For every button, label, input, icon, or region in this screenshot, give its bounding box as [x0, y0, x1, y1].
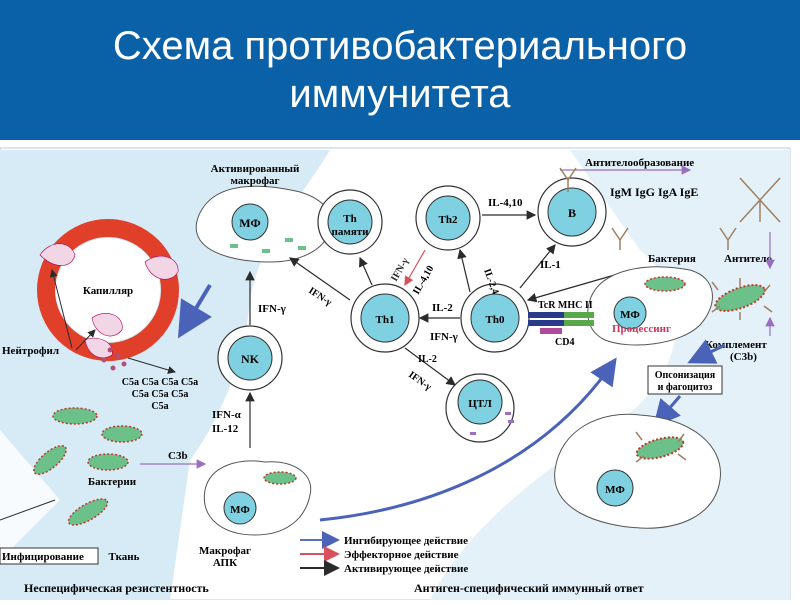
b-cell: B: [537, 177, 607, 247]
il-1-label: IL-1: [540, 259, 561, 271]
nk-label: NK: [241, 352, 260, 366]
ctl-cell: ЦТЛ: [445, 373, 515, 443]
apc-macrophage: МФ: [203, 460, 312, 536]
th0-label: Th0: [486, 314, 505, 326]
legend-effector: Эффекторное действие: [344, 549, 459, 561]
th-memory-label-1: Th: [343, 213, 356, 225]
opsonization-label-2: и фагоцитоз: [658, 382, 713, 393]
c5a-row3: C5a: [151, 401, 168, 412]
macrophage-nucleus: [231, 203, 269, 241]
ifn-gamma-nk: IFN-γ: [258, 303, 286, 315]
macrophage-apc-label-1: Макрофаг: [199, 545, 251, 557]
th2-cell: Th2: [415, 185, 481, 251]
b-label: B: [568, 206, 576, 220]
ctl-label: ЦТЛ: [468, 398, 492, 410]
antibody-label: Антитело: [724, 253, 772, 265]
opsonized-bacterium: [711, 278, 773, 320]
legend: Ингибирующее действие Эффекторное действ…: [300, 531, 468, 576]
legend-activating: Активирующее действие: [344, 563, 468, 575]
processing-label: Процессинг: [612, 323, 671, 335]
th1-label: Th1: [376, 314, 395, 326]
opsonization-label-1: Опсонизация: [655, 370, 716, 381]
macrophage-apc-label-2: АПК: [213, 557, 237, 569]
ig-classes-label: IgM IgG IgA IgE: [610, 185, 698, 199]
immunity-diagram: МФ Активированный макрофаг Капилляр Нейт…: [0, 140, 800, 601]
slide-title-line1: Схема противобактериального: [112, 24, 688, 68]
il-2-ctl-label: IL-2: [418, 354, 437, 365]
infection-label: Инфицирование: [2, 551, 84, 563]
mf-label-right: МФ: [620, 309, 640, 321]
legend-inhibitory: Ингибирующее действие: [344, 535, 468, 547]
capillary-label: Капилляр: [83, 285, 133, 297]
capillary: [37, 219, 179, 361]
c5a-row2: C5a C5a C5a: [132, 389, 189, 400]
tissue-bacteria: [33, 407, 143, 526]
il-4-10-label: IL-4,10: [488, 197, 523, 209]
th-memory-label-2: памяти: [331, 226, 369, 238]
infection-box: [0, 547, 99, 565]
cd4-label: CD4: [555, 337, 574, 348]
il12-label: IL-12: [212, 423, 239, 435]
specific-title: Антиген-специфический иммунный ответ: [414, 581, 644, 595]
th0-cell: Th0: [460, 283, 530, 353]
neutrophil-label: Нейтрофил: [2, 345, 59, 357]
tissue-label: Ткань: [109, 551, 140, 563]
activated-macrophage: МФ: [195, 185, 332, 263]
opsonization-box: [647, 365, 723, 395]
nk-cell: NK: [217, 325, 283, 391]
activated-macrophage-label-2: макрофаг: [231, 175, 280, 187]
complement-label-2: (C3b): [730, 351, 757, 363]
bacterium-label: Бактерия: [648, 253, 696, 265]
c5a-row1: C5a C5a C5a C5a: [122, 377, 198, 388]
slide-header: Схема противобактериального иммунитета: [0, 0, 800, 140]
phagocytosing-macrophage: МФ: [554, 413, 721, 529]
activated-macrophage-label-1: Активированный: [211, 163, 300, 175]
th2-label: Th2: [439, 214, 458, 226]
c5a-particles: [101, 347, 127, 371]
antibody-icons: [559, 167, 781, 250]
mf-label-top: МФ: [239, 216, 260, 230]
nonspecific-title: Неспецифическая резистентность: [24, 581, 209, 595]
mf-label-bottom-right: МФ: [605, 484, 625, 496]
antibody-production-label: Антителообразование: [585, 157, 694, 169]
ifn-gamma-th0: IFN-γ: [430, 331, 458, 343]
th1-cell: Th1: [350, 283, 420, 353]
mf-label-apc: МФ: [230, 504, 250, 516]
ifn-alpha-label: IFN-α: [212, 409, 242, 421]
il-2-label: IL-2: [432, 302, 453, 314]
slide-title-line2: иммунитета: [289, 72, 511, 116]
tcr-mhc-complex: [528, 312, 594, 334]
tcr-mhc-label: TcR MHC II: [538, 300, 593, 311]
bacteria-label: Бактерии: [88, 476, 137, 488]
presenting-macrophage: МФ: [587, 266, 713, 346]
slide-title: Схема противобактериального иммунитета: [0, 22, 800, 118]
c3b-label-left: C3b: [168, 450, 188, 462]
th-memory-cell: Th памяти: [317, 189, 383, 255]
